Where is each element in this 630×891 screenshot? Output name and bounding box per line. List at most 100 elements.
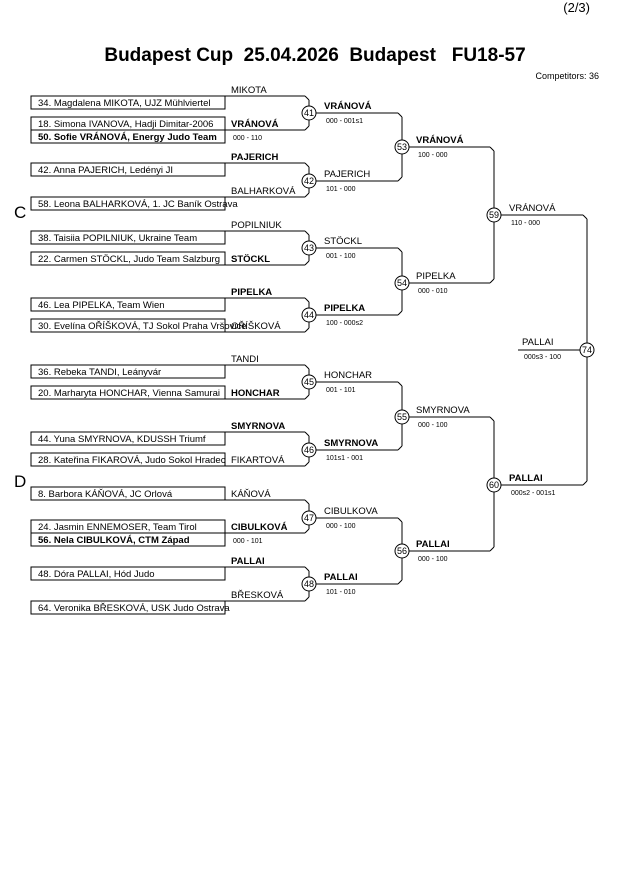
bracket-line [304,260,310,266]
bracket-line [304,528,310,534]
match-number: 46 [304,445,314,455]
bracket-line [304,95,310,101]
match-number: 59 [489,210,499,220]
bracket-line [489,546,495,552]
athlete-entry: 36. Rebeka TANDI, Leányvár [38,367,161,378]
athlete-entry: 28. Kateřina FIKAROVÁ, Judo Sokol Hradec [38,455,226,466]
page-number: (2/3) [563,0,590,15]
slot-name: BALHARKOVÁ [231,186,296,197]
slot-name: MIKOTA [231,85,267,96]
slot-name: OŘÍŠKOVÁ [231,321,281,332]
bracket-line [304,297,310,303]
bracket-line [397,445,403,451]
bracket-line [489,278,495,284]
slot-name: FIKARTOVÁ [231,455,285,466]
match-number-circle [301,173,317,189]
slot-score: 000 - 101 [233,538,263,545]
athlete-entry: 38. Taisiia POPILNIUK, Ukraine Team [38,233,197,244]
bracket-line [489,416,495,422]
match-number-circle [394,409,410,425]
match-score: 100 - 000 [418,152,448,159]
athlete-entry: 42. Anna PAJERICH, Ledényi JI [38,165,173,176]
match-number: 45 [304,377,314,387]
match-winner: VRÁNOVÁ [416,135,464,146]
page-title: Budapest Cup 25.04.2026 Budapest FU18-57 [104,45,526,66]
bracket-line [304,327,310,333]
match-winner: STÖCKL [324,236,362,247]
slot-name: POPILNIUK [231,220,282,231]
bracket-line [304,431,310,437]
match-number-circle [301,105,317,121]
slot-score: 000 - 110 [233,135,262,142]
slot-name: BŘESKOVÁ [231,590,284,601]
final-winner: PALLAI [522,337,554,348]
bracket-line [304,125,310,131]
match-score: 000 - 100 [418,556,448,563]
athlete-entry: 18. Simona IVANOVA, Hadji Dimitar-2006 [38,119,213,130]
match-number-circle [486,207,502,223]
match-number: 74 [582,345,592,355]
match-number: 48 [304,579,314,589]
slot-name: CIBULKOVÁ [231,522,288,533]
bracket-line [304,596,310,602]
bracket-line [304,230,310,236]
athlete-entry: 64. Veronika BŘESKOVÁ, USK Judo Ostrava [38,603,230,614]
match-number: 43 [304,243,314,253]
match-score: 000 - 010 [418,288,448,295]
match-score: 001 - 100 [326,253,356,260]
bracket-line [397,247,403,253]
match-number-circle [486,477,502,493]
competitor-count: Competitors: 36 [535,71,599,81]
athlete-entry: 56. Nela CIBULKOVÁ, CTM Západ [38,535,190,546]
athlete-entry: 30. Evelína OŘÍŠKOVÁ, TJ Sokol Praha Vrš… [38,321,247,332]
slot-name: HONCHAR [231,388,280,399]
athlete-entry: 46. Lea PIPELKA, Team Wien [38,300,165,311]
athlete-entry: 50. Sofie VRÁNOVÁ, Energy Judo Team [38,132,217,143]
slot-name: PIPELKA [231,287,272,298]
match-number-circle [301,442,317,458]
match-number: 54 [397,278,407,288]
match-winner: HONCHAR [324,370,372,381]
match-number: 53 [397,142,407,152]
match-score: 000 - 001s1 [326,118,363,125]
athlete-entry: 44. Yuna SMYRNOVA, KDUSSH Triumf [38,434,206,445]
athlete-entry: 22. Carmen STÖCKL, Judo Team Salzburg [38,254,220,265]
bracket-line [489,146,495,152]
bracket-line [397,517,403,523]
pool-label-d: D [14,472,27,491]
match-number: 41 [304,108,314,118]
bracket-line [582,480,588,486]
match-number-circle [301,240,317,256]
match-winner: PALLAI [509,473,543,484]
match-number-circle [301,510,317,526]
bracket-line [397,112,403,118]
slot-name: PALLAI [231,556,265,567]
match-score: 001 - 101 [326,387,356,394]
slot-name: KÁŇOVÁ [231,489,271,500]
slot-name: VRÁNOVÁ [231,119,279,130]
match-number: 55 [397,412,407,422]
bracket-line [304,162,310,168]
pool-label-c: C [14,203,27,222]
bracket-line [397,176,403,182]
match-number: 56 [397,546,407,556]
bracket-line [582,214,588,220]
match-number-circle [301,307,317,323]
slot-name: TANDI [231,354,259,365]
match-number: 47 [304,513,314,523]
match-number-circle [394,275,410,291]
bracket-line [304,566,310,572]
match-score: 101s1 - 001 [326,455,363,462]
match-number-circle [579,342,595,358]
bracket-line [304,499,310,505]
match-winner: PAJERICH [324,169,370,180]
bracket-line [304,461,310,467]
slot-name: SMYRNOVA [231,421,285,432]
bracket-line [397,579,403,585]
match-score: 101 - 010 [326,589,356,596]
match-score: 000 - 100 [326,523,356,530]
athlete-entry: 24. Jasmin ENNEMOSER, Team Tirol [38,522,197,533]
match-number-circle [394,543,410,559]
bracket-line [304,394,310,400]
